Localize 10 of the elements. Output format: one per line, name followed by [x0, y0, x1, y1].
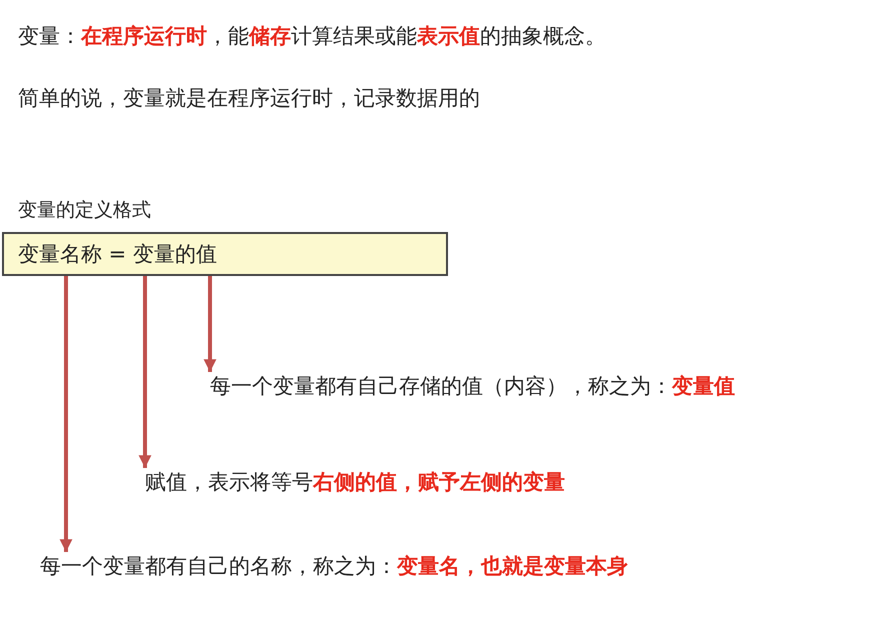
- section-heading: 变量的定义格式: [18, 198, 151, 223]
- arrow: [204, 276, 216, 372]
- annotation-text: 每一个变量都有自己的名称，称之为：变量名，也就是变量本身: [40, 552, 628, 580]
- arrow: [138, 276, 152, 468]
- definition-text: 变量：在程序运行时，能储存计算结果或能表示值的抽象概念。: [18, 23, 606, 50]
- summary-text: 简单的说，变量就是在程序运行时，记录数据用的: [18, 85, 480, 112]
- annotation-text: 每一个变量都有自己存储的值（内容），称之为：变量值: [210, 372, 735, 400]
- annotation-text: 赋值，表示将等号右侧的值，赋予左侧的变量: [145, 468, 565, 496]
- arrow: [60, 276, 72, 552]
- formula-box: 变量名称 = 变量的值: [2, 232, 448, 276]
